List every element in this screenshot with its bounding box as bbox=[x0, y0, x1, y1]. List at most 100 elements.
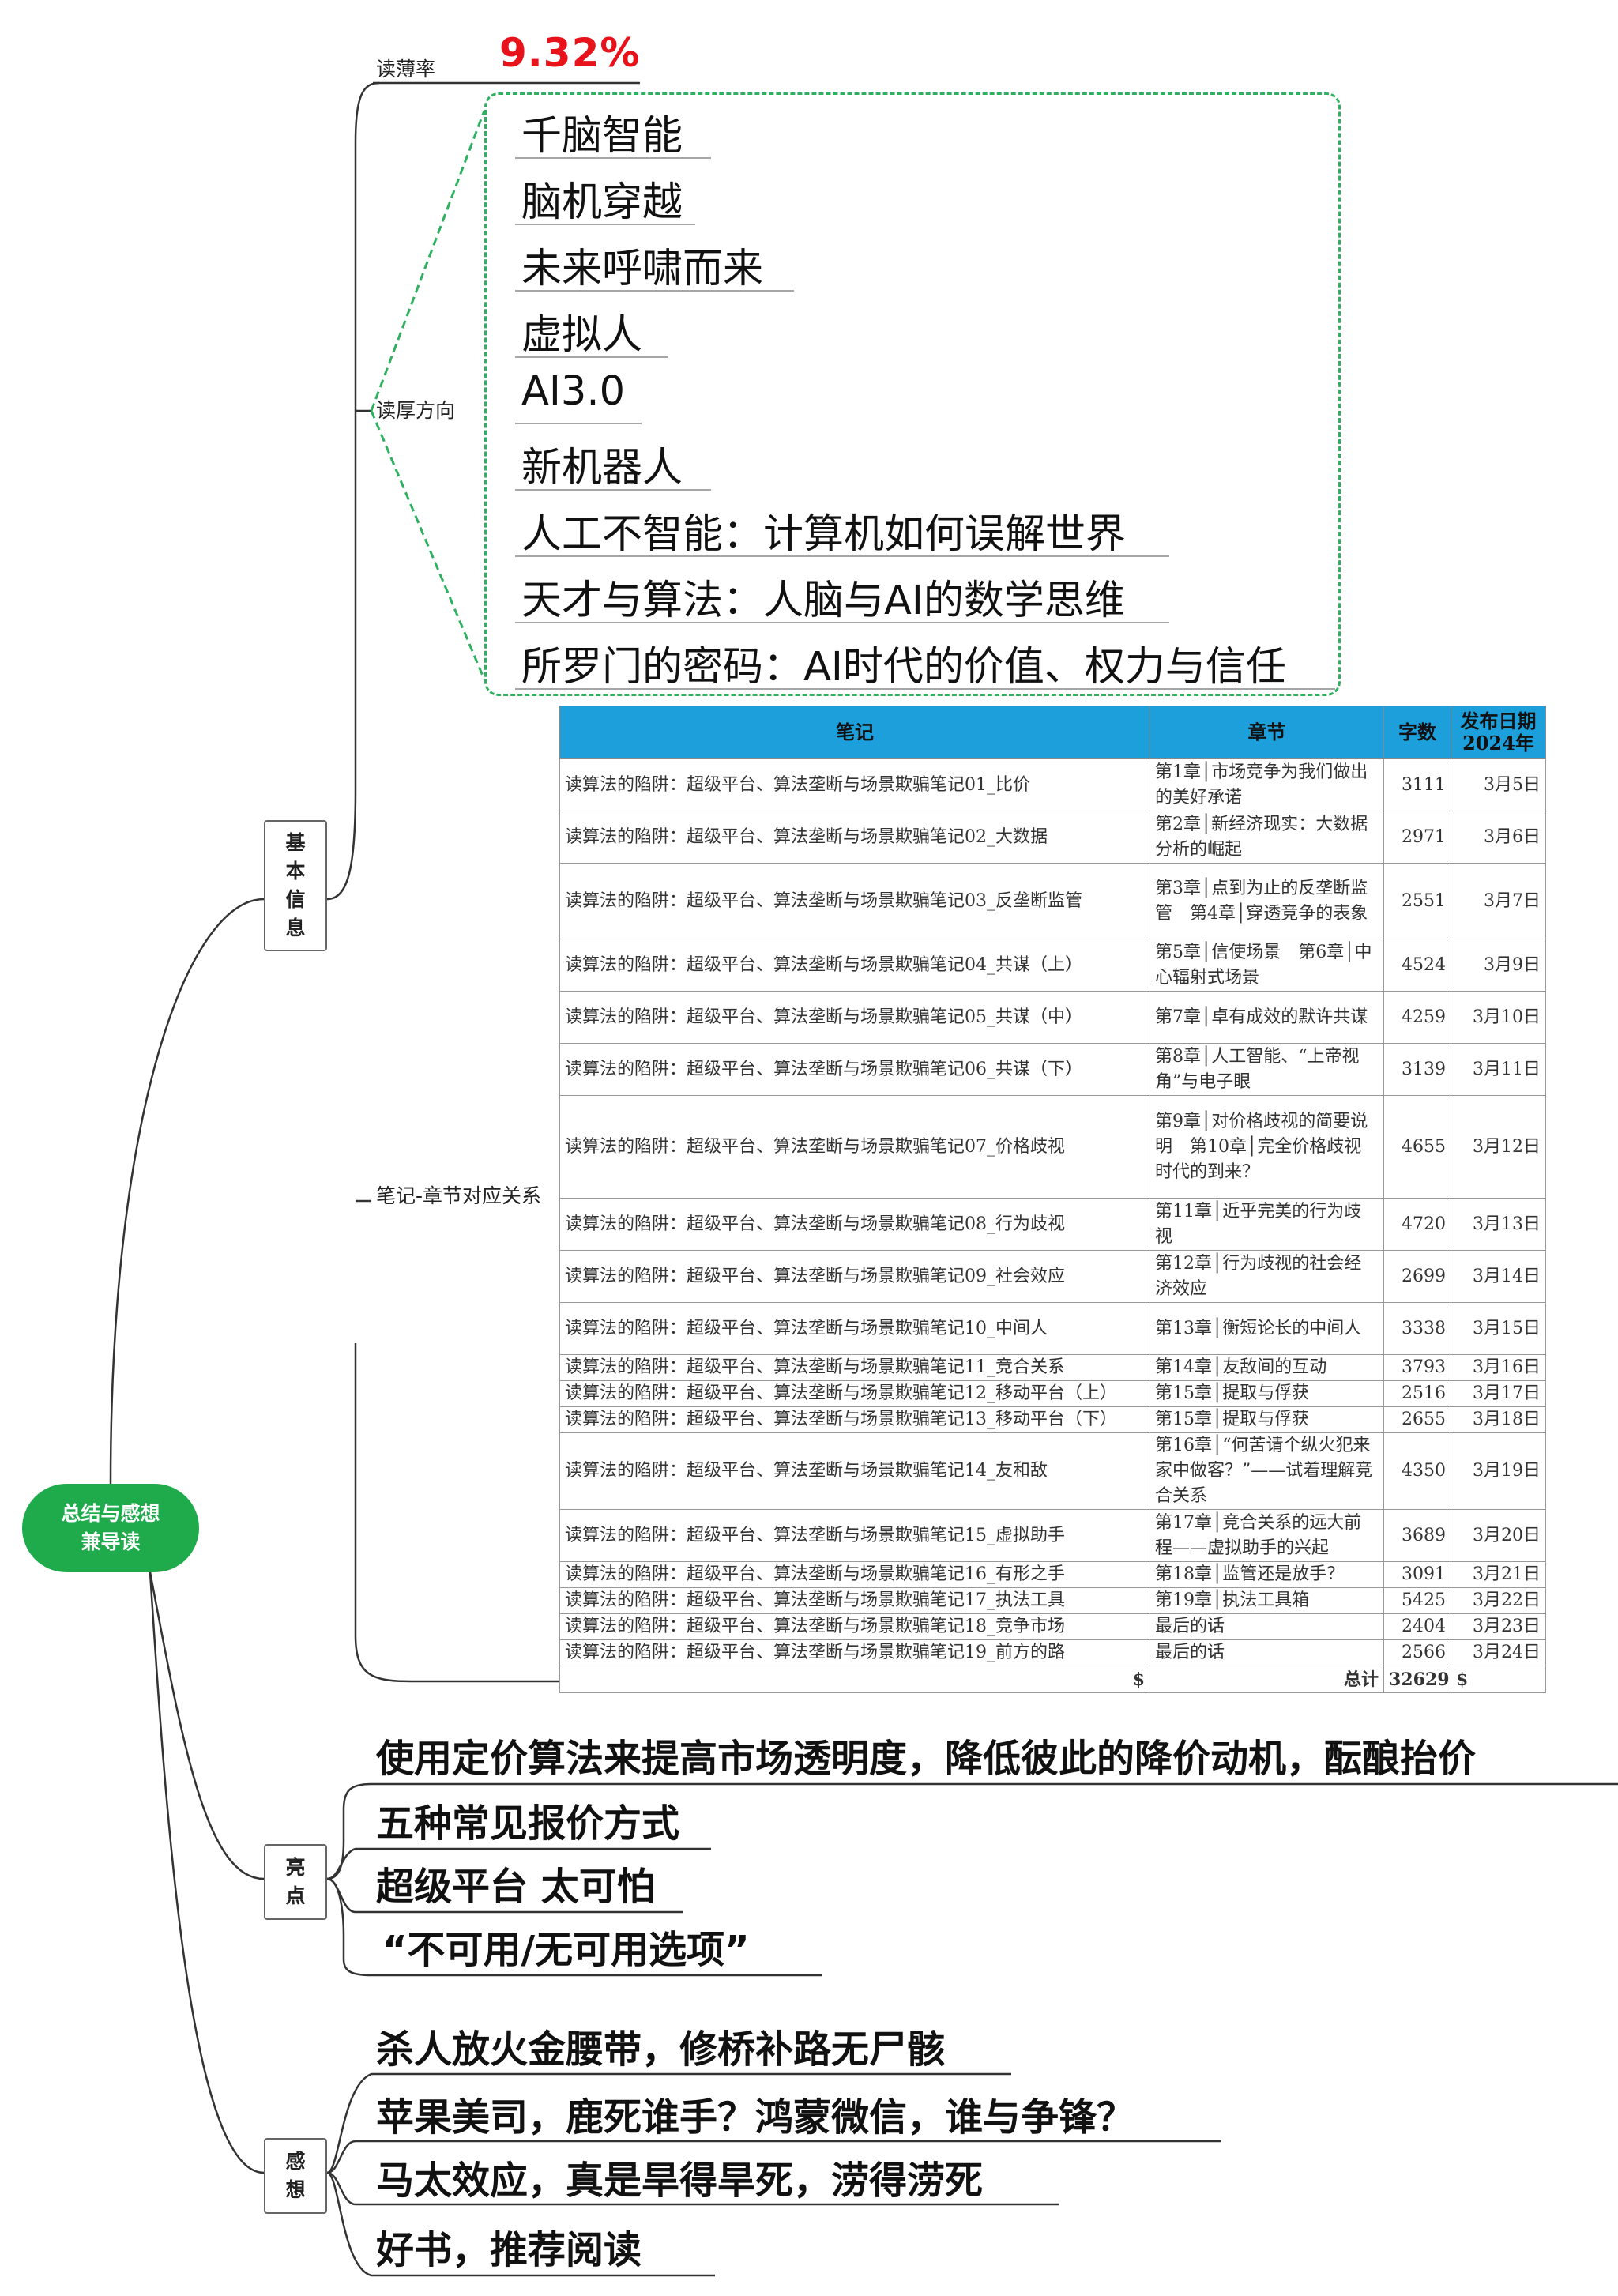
branch-char: 本 bbox=[285, 860, 306, 883]
chapter-cell: 最后的话 bbox=[1150, 1639, 1384, 1666]
date-cell: 3月22日 bbox=[1451, 1587, 1546, 1614]
thought-item[interactable]: 苹果美司，鹿死谁手？鸿蒙微信，谁与争锋？ bbox=[376, 2095, 1135, 2140]
note-cell: 读算法的陷阱：超级平台、算法垄断与场景欺骗笔记09_社会效应 bbox=[559, 1250, 1150, 1303]
note-cell: 读算法的陷阱：超级平台、算法垄断与场景欺骗笔记14_友和敌 bbox=[559, 1432, 1150, 1510]
header-date-line2: 2024年 bbox=[1462, 732, 1534, 755]
chapter-cell: 第15章│提取与俘获 bbox=[1150, 1380, 1384, 1407]
word-count-cell: 3091 bbox=[1383, 1561, 1451, 1588]
word-count-cell: 3793 bbox=[1383, 1354, 1451, 1381]
thought-item[interactable]: 好书，推荐阅读 bbox=[376, 2228, 642, 2272]
word-count-cell: 2551 bbox=[1383, 863, 1451, 939]
note-cell: 读算法的陷阱：超级平台、算法垄断与场景欺骗笔记10_中间人 bbox=[559, 1302, 1150, 1355]
branch-char: 基 bbox=[285, 831, 306, 854]
note-cell: 读算法的陷阱：超级平台、算法垄断与场景欺骗笔记17_执法工具 bbox=[559, 1587, 1150, 1614]
highlight-item[interactable]: “不可用/无可用选项” bbox=[382, 1928, 750, 1972]
chapter-cell: 第1章│市场竞争为我们做出的美好承诺 bbox=[1150, 758, 1384, 811]
word-count-cell: 2655 bbox=[1383, 1406, 1451, 1433]
word-count-cell: 3111 bbox=[1383, 758, 1451, 811]
date-cell: 3月11日 bbox=[1451, 1043, 1546, 1096]
note-cell: 读算法的陷阱：超级平台、算法垄断与场景欺骗笔记12_移动平台（上） bbox=[559, 1380, 1150, 1407]
word-count-cell: 2404 bbox=[1383, 1613, 1451, 1640]
table-row: 读算法的陷阱：超级平台、算法垄断与场景欺骗笔记15_虚拟助手第17章│竞合关系的… bbox=[559, 1509, 1546, 1562]
chapter-cell: 第2章│新经济现实：大数据分析的崛起 bbox=[1150, 811, 1384, 864]
table-row: 读算法的陷阱：超级平台、算法垄断与场景欺骗笔记14_友和敌第16章│“何苦请个纵… bbox=[559, 1432, 1546, 1510]
date-cell: 3月15日 bbox=[1451, 1302, 1546, 1355]
highlight-item[interactable]: 五种常见报价方式 bbox=[376, 1801, 680, 1846]
thick-item[interactable]: 人工不智能：计算机如何误解世界 bbox=[521, 511, 1127, 558]
table-row: 读算法的陷阱：超级平台、算法垄断与场景欺骗笔记03_反垄断监管第3章│点到为止的… bbox=[559, 863, 1546, 939]
word-count-cell: 5425 bbox=[1383, 1587, 1451, 1614]
thick-item[interactable]: 所罗门的密码：AI时代的价值、权力与信任 bbox=[521, 644, 1286, 691]
total-label: 总计 bbox=[1150, 1666, 1384, 1693]
thick-item[interactable]: 脑机穿越 bbox=[521, 179, 683, 226]
thick-item[interactable]: 千脑智能 bbox=[521, 113, 683, 160]
date-cell: 3月18日 bbox=[1451, 1406, 1546, 1433]
branch-char: 感 bbox=[285, 2150, 306, 2173]
header-chapter: 章节 bbox=[1150, 706, 1384, 759]
date-cell: 3月13日 bbox=[1451, 1198, 1546, 1251]
table-total-row: $ 总计 32629 $ bbox=[559, 1666, 1546, 1693]
note-cell: 读算法的陷阱：超级平台、算法垄断与场景欺骗笔记18_竞争市场 bbox=[559, 1613, 1150, 1640]
table-row: 读算法的陷阱：超级平台、算法垄断与场景欺骗笔记07_价格歧视第9章│对价格歧视的… bbox=[559, 1095, 1546, 1199]
date-cell: 3月16日 bbox=[1451, 1354, 1546, 1381]
thick-item[interactable]: 天才与算法：人脑与AI的数学思维 bbox=[521, 578, 1125, 624]
branch-char: 点 bbox=[285, 1884, 306, 1907]
thick-item[interactable]: 未来呼啸而来 bbox=[521, 246, 764, 292]
branch-char: 息 bbox=[285, 917, 306, 939]
date-cell: 3月19日 bbox=[1451, 1432, 1546, 1510]
date-cell: 3月10日 bbox=[1451, 991, 1546, 1044]
root-title-line2: 兼导读 bbox=[81, 1530, 141, 1553]
total-value: 32629 bbox=[1383, 1666, 1451, 1693]
branch-highlights[interactable]: 亮 点 bbox=[264, 1844, 327, 1920]
date-cell: 3月9日 bbox=[1451, 939, 1546, 992]
thought-item[interactable]: 马太效应，真是旱得旱死，涝得涝死 bbox=[376, 2159, 984, 2203]
branch-char: 亮 bbox=[285, 1856, 306, 1879]
chapter-cell: 第16章│“何苦请个纵火犯来家中做客？”——试着理解竞合关系 bbox=[1150, 1432, 1384, 1510]
chapter-cell: 第8章│人工智能、“上帝视角”与电子眼 bbox=[1150, 1043, 1384, 1096]
highlight-item[interactable]: 使用定价算法来提高市场透明度，降低彼此的降价动机，酝酿抬价 bbox=[376, 1737, 1477, 1781]
thin-rate-label[interactable]: 读薄率 bbox=[376, 58, 436, 81]
total-dollar: $ bbox=[559, 1666, 1150, 1693]
root-node[interactable]: 总结与感想 兼导读 bbox=[22, 1484, 199, 1572]
highlight-item[interactable]: 超级平台 太可怕 bbox=[376, 1865, 655, 1909]
date-cell: 3月14日 bbox=[1451, 1250, 1546, 1303]
thick-item[interactable]: 虚拟人 bbox=[521, 312, 643, 359]
thought-item[interactable]: 杀人放火金腰带，修桥补路无尸骸 bbox=[376, 2027, 946, 2072]
note-cell: 读算法的陷阱：超级平台、算法垄断与场景欺骗笔记03_反垄断监管 bbox=[559, 863, 1150, 939]
chapter-cell: 第5章│信使场景 第6章│中心辐射式场景 bbox=[1150, 939, 1384, 992]
chapter-cell: 第13章│衡短论长的中间人 bbox=[1150, 1302, 1384, 1355]
date-cell: 3月6日 bbox=[1451, 811, 1546, 864]
word-count-cell: 4350 bbox=[1383, 1432, 1451, 1510]
note-cell: 读算法的陷阱：超级平台、算法垄断与场景欺骗笔记07_价格歧视 bbox=[559, 1095, 1150, 1199]
branch-char: 想 bbox=[285, 2178, 306, 2201]
chapter-cell: 第18章│监管还是放手？ bbox=[1150, 1561, 1384, 1588]
date-cell: 3月5日 bbox=[1451, 758, 1546, 811]
thick-item[interactable]: AI3.0 bbox=[521, 368, 626, 415]
thick-item[interactable]: 新机器人 bbox=[521, 445, 683, 491]
table-row: 读算法的陷阱：超级平台、算法垄断与场景欺骗笔记01_比价第1章│市场竞争为我们做… bbox=[559, 758, 1546, 811]
thick-direction-label[interactable]: 读厚方向 bbox=[376, 399, 456, 422]
chapter-cell: 第9章│对价格歧视的简要说明 第10章│完全价格歧视时代的到来？ bbox=[1150, 1095, 1384, 1199]
note-cell: 读算法的陷阱：超级平台、算法垄断与场景欺骗笔记05_共谋（中） bbox=[559, 991, 1150, 1044]
note-cell: 读算法的陷阱：超级平台、算法垄断与场景欺骗笔记13_移动平台（下） bbox=[559, 1406, 1150, 1433]
chapter-cell: 第15章│提取与俘获 bbox=[1150, 1406, 1384, 1433]
table-row: 读算法的陷阱：超级平台、算法垄断与场景欺骗笔记11_竞合关系第14章│友敌间的互… bbox=[559, 1354, 1546, 1381]
word-count-cell: 2971 bbox=[1383, 811, 1451, 864]
table-row: 读算法的陷阱：超级平台、算法垄断与场景欺骗笔记13_移动平台（下）第15章│提取… bbox=[559, 1406, 1546, 1433]
header-date-line1: 发布日期 bbox=[1460, 710, 1537, 732]
branch-thoughts[interactable]: 感 想 bbox=[264, 2138, 327, 2214]
branch-basic-info[interactable]: 基 本 信 息 bbox=[264, 820, 327, 951]
word-count-cell: 3338 bbox=[1383, 1302, 1451, 1355]
table-row: 读算法的陷阱：超级平台、算法垄断与场景欺骗笔记17_执法工具第19章│执法工具箱… bbox=[559, 1587, 1546, 1614]
word-count-cell: 3139 bbox=[1383, 1043, 1451, 1096]
note-cell: 读算法的陷阱：超级平台、算法垄断与场景欺骗笔记04_共谋（上） bbox=[559, 939, 1150, 992]
date-cell: 3月7日 bbox=[1451, 863, 1546, 939]
word-count-cell: 4259 bbox=[1383, 991, 1451, 1044]
date-cell: 3月21日 bbox=[1451, 1561, 1546, 1588]
date-cell: 3月24日 bbox=[1451, 1639, 1546, 1666]
mapping-label[interactable]: 笔记-章节对应关系 bbox=[376, 1184, 542, 1207]
